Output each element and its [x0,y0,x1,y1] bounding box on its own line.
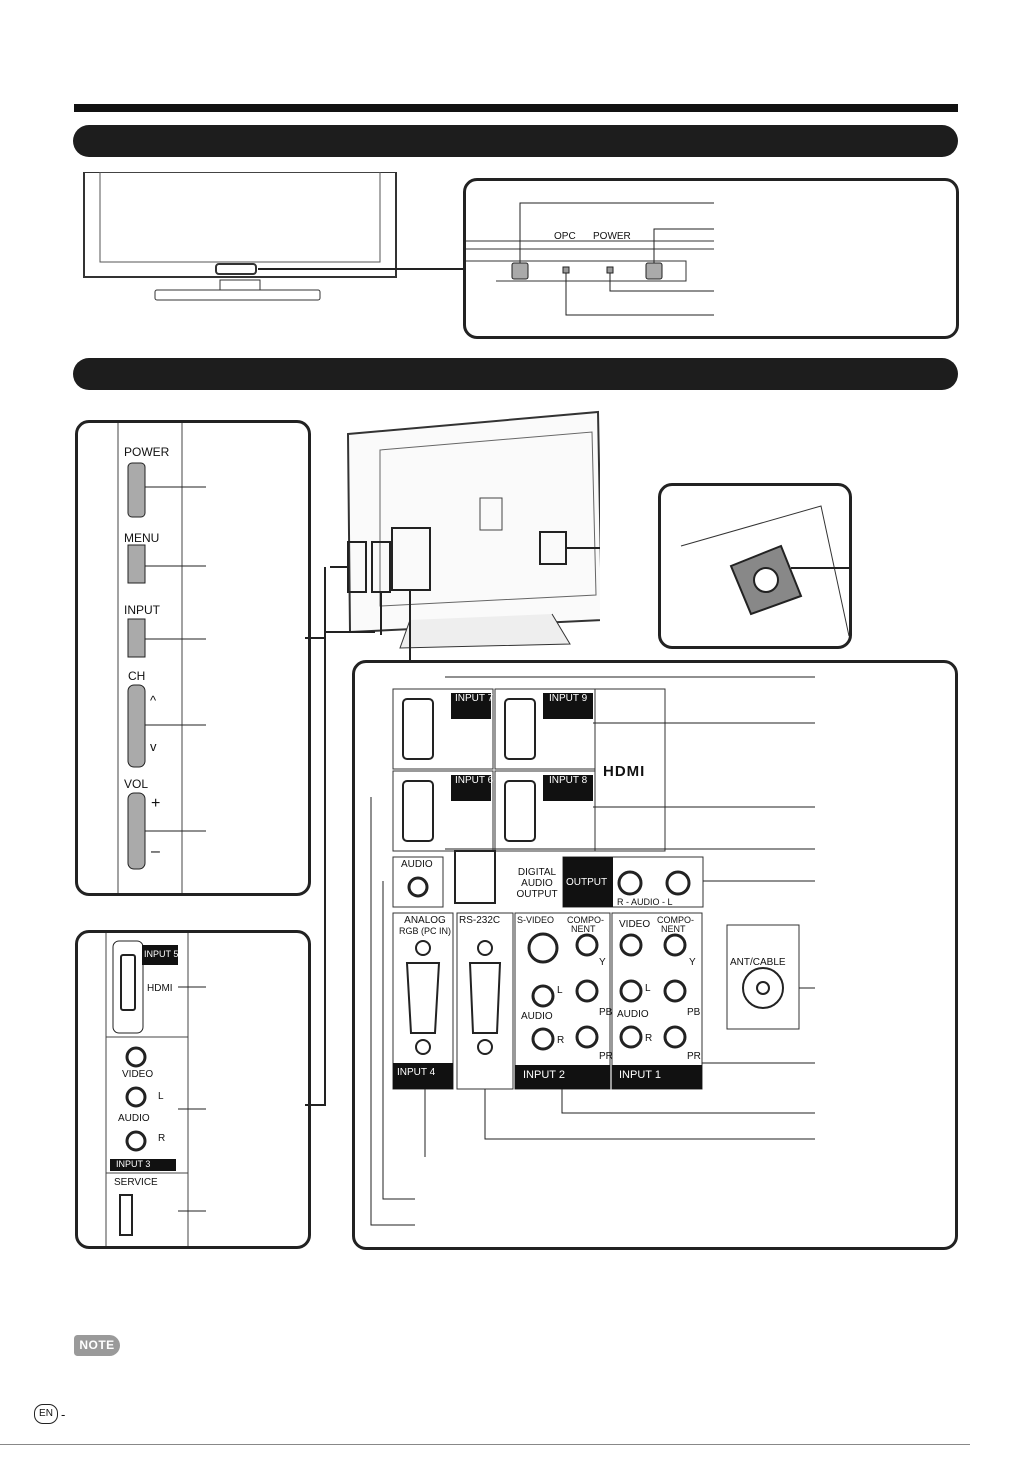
audio1-label: AUDIO [617,1009,649,1020]
digital-audio-label-3: OUTPUT [516,889,558,900]
input4-label: INPUT 4 [397,1067,436,1078]
side-l-label: L [158,1091,164,1102]
side-audio-label: AUDIO [118,1113,150,1124]
ch-down-icon: v [150,739,157,754]
ch-up-icon: ^ [150,693,157,708]
tv-rear-illustration [330,410,600,660]
analog-label-2: RGB (PC IN) [398,926,451,936]
power-label: POWER [593,231,631,242]
en-badge: EN [34,1404,58,1424]
side-video-label: VIDEO [122,1069,154,1080]
opc-label: OPC [554,231,576,242]
pr2-label: PR [687,1051,701,1062]
side-power-label: POWER [124,445,170,459]
page-dash: - [61,1406,66,1422]
side-r-label: R [158,1133,166,1144]
power-button[interactable] [645,262,663,280]
r-audio-l-label: R - AUDIO - L [617,897,673,907]
input6-label: INPUT 6 [455,775,494,786]
pb2-label: PB [687,1007,701,1018]
note-badge: NOTE [74,1335,120,1356]
y2-label: Y [689,957,696,968]
video-label: VIDEO [619,919,651,930]
top-rule [74,104,958,112]
input2-label: INPUT 2 [523,1069,565,1081]
output-label: OUTPUT [566,877,608,888]
side-vol-label: VOL [124,777,149,791]
input8-label: INPUT 8 [549,775,588,786]
hdmi-logo: HDMI [603,763,646,780]
input7-label: INPUT 7 [455,693,494,704]
component-label-2: NENT [571,924,596,934]
section-header-bar-rear [73,358,958,390]
page-marker: EN - [34,1404,65,1424]
vol-plus-icon: + [151,795,161,812]
side-hdmi-label: HDMI [147,983,173,994]
component-label-1: COMPO- [567,915,604,925]
bottom-rule [0,1444,970,1445]
rear-terminals-panel: INPUT 7 INPUT 9 INPUT 6 INPUT 8 HDMI AUD… [352,660,958,1250]
component2-label-2: NENT [661,924,686,934]
audio2-r-label: R [557,1035,565,1046]
y-label: Y [599,957,606,968]
pb-label: PB [599,1007,613,1018]
service-label: SERVICE [114,1177,158,1188]
audio2-l-label: L [557,985,563,996]
section-header-bar-front [73,125,958,157]
front-panel-zoom: OPC POWER [463,178,959,339]
input9-label: INPUT 9 [549,693,588,704]
tv-front-illustration [83,172,460,301]
opc-sensor [511,262,529,280]
input3-label: INPUT 3 [116,1159,151,1169]
input5-label: INPUT 5 [144,949,179,959]
power-socket-zoom [658,483,852,649]
digital-audio-label-1: DIGITAL [517,867,557,878]
vol-minus-icon: – [151,843,160,860]
side-menu-label: MENU [124,531,160,545]
ant-cable-label: ANT/CABLE [730,957,786,968]
side-input-label: INPUT [124,603,160,617]
audio-label: AUDIO [401,859,433,870]
audio1-l-label: L [645,983,651,994]
component2-label-1: COMPO- [657,915,694,925]
side-inputs-panel: INPUT 5 HDMI VIDEO L AUDIO R INPUT 3 SER… [75,930,311,1249]
digital-audio-label-2: AUDIO [521,878,553,889]
audio2-label: AUDIO [521,1011,553,1022]
audio1-r-label: R [645,1033,653,1044]
rs232c-label: RS-232C [459,915,501,926]
svideo-label: S-VIDEO [517,915,555,925]
pr-label: PR [599,1051,613,1062]
side-control-panel: POWER MENU INPUT CH ^ v VOL + – [75,420,311,896]
terminal-lines [370,676,815,1226]
input1-label: INPUT 1 [619,1069,661,1081]
analog-label-1: ANALOG [404,915,446,926]
side-ch-label: CH [128,669,146,683]
